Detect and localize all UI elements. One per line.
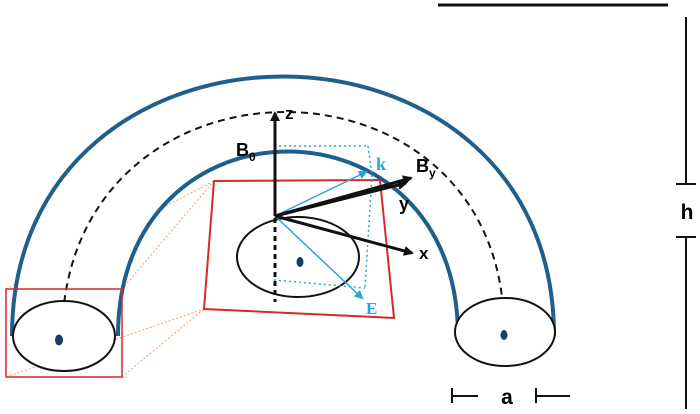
svg-text:B: B: [236, 140, 249, 160]
svg-text:y: y: [429, 166, 436, 180]
svg-text:0: 0: [249, 150, 256, 164]
svg-text:B: B: [416, 156, 429, 176]
k-label: k: [376, 154, 386, 174]
e-vector: [274, 215, 364, 300]
y-axis-label: y: [399, 194, 409, 214]
by-label: B y: [416, 156, 436, 180]
loop-axis-dashed: [61, 111, 505, 339]
coronal-loop-tube: [10, 74, 556, 339]
z-axis-label: z: [285, 104, 294, 123]
x-axis: [274, 214, 414, 256]
inset-cross-section: [236, 216, 360, 298]
height-scale-bar: [438, 3, 696, 409]
cross-section-box: [5, 288, 123, 378]
x-axis-label: x: [419, 244, 429, 263]
width-scale-bar: [451, 388, 570, 403]
e-label: E: [366, 299, 377, 318]
width-label: a: [501, 386, 513, 409]
loop-outer-edge: [10, 74, 556, 337]
by-axis: [274, 175, 413, 218]
b0-label: B 0: [236, 140, 256, 164]
inset-center-dot: [296, 257, 304, 267]
height-label: h: [681, 201, 694, 224]
right-footpoint-dot: [500, 330, 508, 340]
left-footpoint-dot: [55, 334, 63, 346]
k-vector: [274, 170, 368, 217]
loop-inner-edge: [116, 149, 460, 337]
left-footpoint-ellipse: [12, 300, 116, 372]
